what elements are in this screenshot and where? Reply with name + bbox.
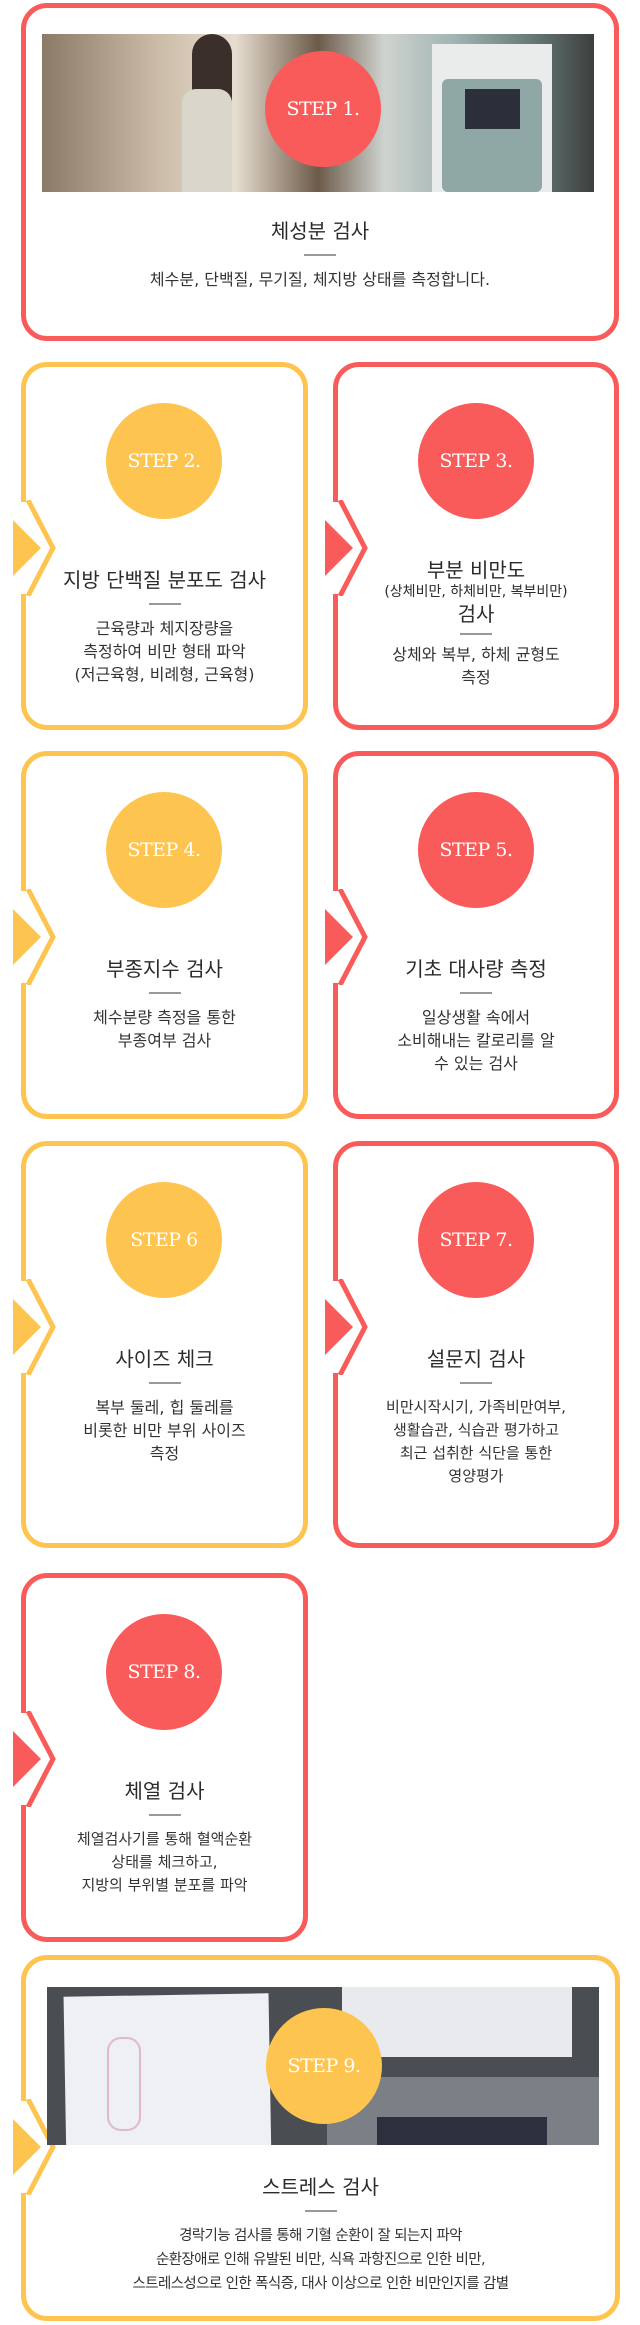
chevron-arrow-icon — [325, 889, 368, 985]
chevron-arrow-icon — [13, 889, 56, 985]
chevron-arrow-icon — [13, 1711, 56, 1807]
step-description: 체수분, 단백질, 무기질, 체지방 상태를 측정합니다. — [149, 270, 491, 289]
divider — [460, 992, 492, 994]
step-badge: STEP 8. — [106, 1614, 222, 1730]
divider — [304, 2210, 337, 2212]
step-title: 사이즈 체크 — [115, 1347, 214, 1371]
step-subtitle: (상체비만, 하체비만, 복부비만) — [384, 584, 568, 600]
step-badge: STEP 6 — [106, 1182, 222, 1298]
step-badge: STEP 1. — [265, 51, 381, 167]
step-1-card: STEP 1. 체성분 검사 체수분, 단백질, 무기질, 체지방 상태를 측정… — [21, 3, 619, 341]
step-title: 지방 단백질 분포도 검사 — [62, 568, 267, 592]
step-title: 설문지 검사 — [426, 1347, 526, 1371]
chevron-arrow-icon — [325, 500, 368, 596]
step-title: 스트레스 검사 — [262, 2175, 379, 2199]
step-title: 부종지수 검사 — [106, 957, 223, 981]
step-3-card: STEP 3. 부분 비만도 (상체비만, 하체비만, 복부비만) 검사 상체와… — [325, 362, 619, 730]
divider — [148, 992, 181, 994]
step-badge: STEP 2. — [106, 403, 222, 519]
step-badge: STEP 4. — [106, 792, 222, 908]
step-9-card: STEP 9. 스트레스 검사 경락기능 검사를 통해 기혈 순환이 잘 되는지… — [13, 1955, 620, 2321]
step-badge: STEP 9. — [266, 2008, 382, 2124]
chevron-arrow-icon — [325, 1279, 368, 1375]
chevron-arrow-icon — [13, 2099, 56, 2195]
step-title: 체성분 검사 — [270, 219, 370, 243]
chevron-arrow-icon — [13, 500, 56, 596]
step-title: 체열 검사 — [124, 1779, 205, 1803]
step-7-card: STEP 7. 설문지 검사 비만시작시기, 가족비만여부,생활습관, 식습관 … — [325, 1141, 619, 1548]
divider — [304, 254, 336, 256]
divider — [460, 1382, 492, 1384]
step-title-suffix: 검사 — [457, 602, 495, 626]
step-title: 부분 비만도 — [426, 558, 526, 582]
step-badge: STEP 5. — [418, 792, 534, 908]
divider — [148, 1382, 181, 1384]
step-badge: STEP 7. — [418, 1182, 534, 1298]
divider — [148, 603, 181, 605]
divider — [460, 633, 492, 635]
step-title: 기초 대사량 측정 — [405, 957, 547, 981]
step-badge: STEP 3. — [418, 403, 534, 519]
divider — [148, 1814, 181, 1816]
chevron-arrow-icon — [13, 1279, 56, 1375]
